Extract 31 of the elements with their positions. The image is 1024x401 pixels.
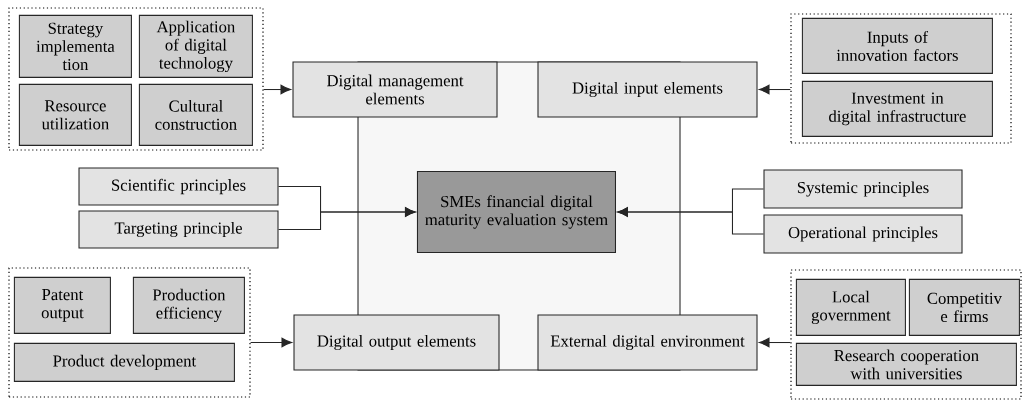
factor-box: Cultural construction: [138, 83, 253, 146]
element-box: Digital input elements: [537, 61, 758, 118]
factor-box: Application of digital technology: [138, 14, 253, 78]
factor-box: Product development: [13, 342, 235, 382]
element-box: Targeting principle: [78, 210, 279, 249]
dotted-group-frame: [8, 267, 251, 398]
arrow: [617, 207, 764, 235]
dotted-group-frame: [790, 13, 1012, 144]
factor-box: Local government: [795, 278, 906, 336]
element-box: Systemic principles: [763, 169, 963, 209]
factor-box: Strategy implementa tion: [18, 14, 132, 78]
factor-box: Research cooperation with universities: [795, 342, 1017, 386]
system-box: SMEs financial digital maturity evaluation system: [416, 170, 616, 253]
dotted-group-frame: [8, 7, 264, 151]
factor-box: Competitiv e firms: [908, 278, 1020, 336]
factor-box: Resource utilization: [18, 83, 132, 146]
factor-box: Patent output: [13, 276, 111, 334]
factor-box: Inputs of innovation factors: [801, 17, 993, 74]
element-box: Digital management elements: [292, 61, 498, 118]
element-box: Scientific principles: [78, 167, 279, 206]
arrow: [278, 207, 416, 231]
factor-box: Investment in digital infrastructure: [801, 80, 993, 137]
arrow: [250, 337, 293, 348]
element-box: Digital output elements: [293, 314, 500, 371]
factor-box: Production efficiency: [132, 276, 245, 334]
arrow: [758, 84, 791, 95]
element-box: Operational principles: [763, 214, 963, 254]
dotted-group-frame: [790, 269, 1022, 400]
arrow: [758, 337, 791, 348]
element-box: External digital environment: [537, 314, 758, 371]
arrow: [263, 84, 292, 95]
